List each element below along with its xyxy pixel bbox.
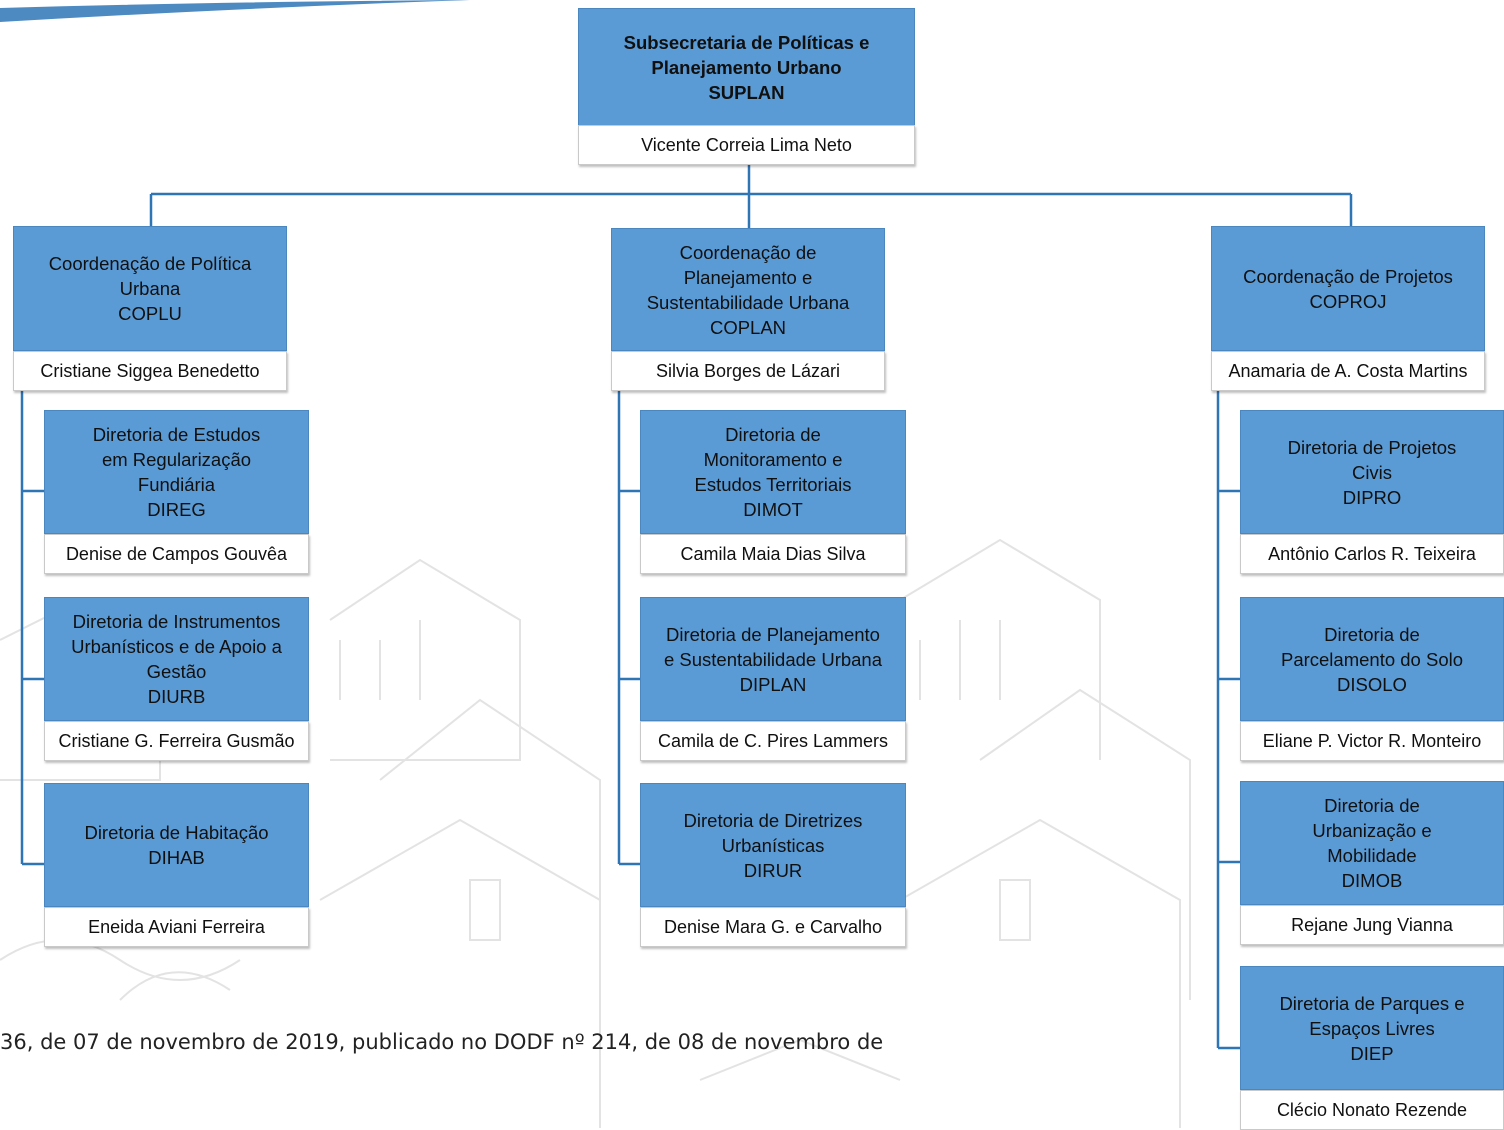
directorate-person: Clécio Nonato Rezende (1240, 1090, 1504, 1130)
directorate-dipro: Diretoria de Projetos Civis DIPRO Antôni… (1240, 410, 1504, 574)
coordination-title: Coordenação de Planejamento e Sustentabi… (611, 228, 885, 351)
title-line: DIMOT (743, 499, 803, 520)
title-line: Diretoria de (1324, 795, 1420, 816)
title-line: DIURB (147, 686, 206, 707)
directorate-title: Diretoria de Habitação DIHAB (44, 783, 309, 907)
footnote-text: 36, de 07 de novembro de 2019, publicado… (0, 1030, 884, 1054)
directorate-title: Diretoria de Diretrizes Urbanísticas DIR… (640, 783, 906, 907)
directorate-title: Diretoria de Parques e Espaços Livres DI… (1240, 966, 1504, 1090)
title-line: Monitoramento e (703, 449, 843, 470)
title-line: Estudos Territoriais (694, 474, 852, 495)
title-line: Diretoria de (725, 424, 821, 445)
title-line: Urbanísticos e de Apoio a (71, 636, 282, 657)
title-line: Diretoria de Estudos (92, 424, 261, 445)
coordination-coplan: Coordenação de Planejamento e Sustentabi… (611, 228, 885, 391)
directorate-dirur: Diretoria de Diretrizes Urbanísticas DIR… (640, 783, 906, 947)
directorate-person: Rejane Jung Vianna (1240, 905, 1504, 945)
coordination-title: Coordenação de Projetos COPROJ (1211, 226, 1485, 351)
title-line: em Regularização (101, 449, 252, 470)
root-title-line: Planejamento Urbano (651, 56, 842, 78)
title-line: Urbanização e (1312, 820, 1432, 841)
coordination-person: Cristiane Siggea Benedetto (13, 351, 287, 391)
title-line: DIREG (147, 499, 206, 520)
directorate-title: Diretoria de Projetos Civis DIPRO (1240, 410, 1504, 534)
title-line: DIHAB (148, 847, 205, 868)
title-line: Diretoria de Parques e (1279, 992, 1465, 1014)
title-line: Planejamento e (683, 266, 813, 288)
title-line: Diretoria de Projetos (1287, 436, 1457, 458)
title-line: Civis (1351, 461, 1393, 483)
title-line: Coordenação de Política (48, 253, 252, 274)
directorate-title: Diretoria de Planejamento e Sustentabili… (640, 597, 906, 721)
directorate-disolo: Diretoria de Parcelamento do Solo DISOLO… (1240, 597, 1504, 761)
coordination-person: Silvia Borges de Lázari (611, 351, 885, 391)
coordination-coproj: Coordenação de Projetos COPROJ Anamaria … (1211, 226, 1485, 391)
title-line: DIMOB (1341, 870, 1403, 891)
title-line: COPLU (118, 303, 182, 324)
title-line: Diretoria de (1324, 623, 1420, 645)
title-line: DIRUR (743, 859, 803, 881)
title-line: Fundiária (137, 474, 216, 495)
title-line: Coordenação de Projetos (1243, 265, 1453, 287)
root-person: Vicente Correia Lima Neto (578, 125, 915, 165)
title-line: Urbanísticas (721, 834, 825, 856)
title-line: Urbana (119, 278, 181, 299)
coordination-title: Coordenação de Política Urbana COPLU (13, 226, 287, 351)
directorate-person: Camila de C. Pires Lammers (640, 721, 906, 761)
root-title-line: Subsecretaria de Políticas e (623, 31, 870, 53)
title-line: Gestão (146, 661, 207, 682)
title-line: COPLAN (709, 316, 787, 338)
title-line: Parcelamento do Solo (1280, 648, 1464, 670)
directorate-diplan: Diretoria de Planejamento e Sustentabili… (640, 597, 906, 761)
directorate-dimot: Diretoria de Monitoramento e Estudos Ter… (640, 410, 906, 574)
title-line: Diretoria de Planejamento (666, 623, 880, 645)
directorate-person: Antônio Carlos R. Teixeira (1240, 534, 1504, 574)
coordination-coplu: Coordenação de Política Urbana COPLU Cri… (13, 226, 287, 391)
directorate-person: Cristiane G. Ferreira Gusmão (44, 721, 309, 761)
title-line: Coordenação de (679, 241, 817, 263)
title-line: DIPLAN (739, 673, 807, 695)
title-line: Diretoria de Habitação (84, 822, 269, 843)
root-title-line: SUPLAN (708, 81, 785, 103)
directorate-person: Denise Mara G. e Carvalho (640, 907, 906, 947)
directorate-dihab: Diretoria de Habitação DIHAB Eneida Avia… (44, 783, 309, 947)
directorate-dimob: Diretoria de Urbanização e Mobilidade DI… (1240, 781, 1504, 945)
root-node: Subsecretaria de Políticas e Planejament… (578, 8, 915, 165)
directorate-title: Diretoria de Parcelamento do Solo DISOLO (1240, 597, 1504, 721)
title-line: Mobilidade (1327, 845, 1417, 866)
title-line: e Sustentabilidade Urbana (663, 648, 883, 670)
directorate-person: Eneida Aviani Ferreira (44, 907, 309, 947)
directorate-direg: Diretoria de Estudos em Regularização Fu… (44, 410, 309, 574)
title-line: Espaços Livres (1309, 1017, 1435, 1039)
title-line: DISOLO (1337, 673, 1407, 695)
title-line: Sustentabilidade Urbana (646, 291, 850, 313)
directorate-title: Diretoria de Instrumentos Urbanísticos e… (44, 597, 309, 721)
title-line: Diretoria de Diretrizes (683, 809, 863, 831)
directorate-diurb: Diretoria de Instrumentos Urbanísticos e… (44, 597, 309, 761)
title-line: COPROJ (1309, 290, 1387, 312)
root-title: Subsecretaria de Políticas e Planejament… (578, 8, 915, 126)
title-line: DIEP (1350, 1042, 1394, 1064)
directorate-person: Eliane P. Victor R. Monteiro (1240, 721, 1504, 761)
directorate-person: Camila Maia Dias Silva (640, 534, 906, 574)
title-line: Diretoria de Instrumentos (72, 611, 281, 632)
coordination-person: Anamaria de A. Costa Martins (1211, 351, 1485, 391)
directorate-diep: Diretoria de Parques e Espaços Livres DI… (1240, 966, 1504, 1130)
directorate-person: Denise de Campos Gouvêa (44, 534, 309, 574)
directorate-title: Diretoria de Estudos em Regularização Fu… (44, 410, 309, 534)
directorate-title: Diretoria de Monitoramento e Estudos Ter… (640, 410, 906, 534)
directorate-title: Diretoria de Urbanização e Mobilidade DI… (1240, 781, 1504, 905)
title-line: DIPRO (1342, 486, 1402, 508)
